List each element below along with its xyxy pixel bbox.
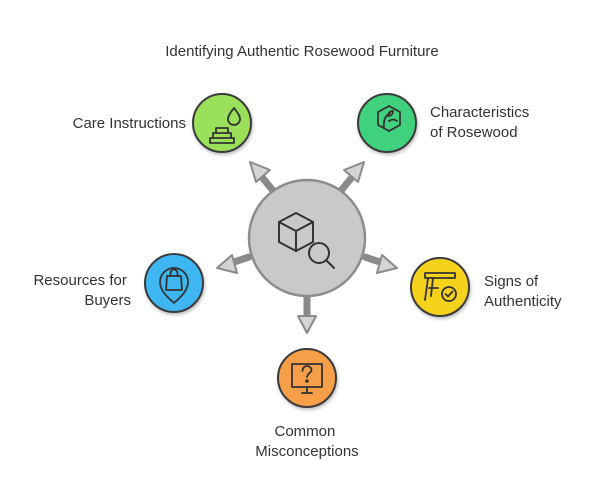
node-resources: Resources for Buyers bbox=[33, 253, 204, 313]
node-care-label-line: Care Instructions bbox=[73, 115, 186, 132]
arrow-to-signs bbox=[361, 253, 398, 274]
hub-circle bbox=[247, 178, 367, 298]
node-characteristics-label: Characteristics of Rosewood bbox=[430, 104, 533, 141]
stool-check-icon bbox=[424, 272, 457, 302]
node-signs-label-line-2: Authenticity bbox=[484, 293, 562, 310]
node-characteristics-circle bbox=[357, 93, 417, 153]
node-characteristics: Characteristics of Rosewood bbox=[357, 93, 533, 153]
node-care-label: Care Instructions bbox=[73, 115, 186, 132]
hub bbox=[247, 178, 367, 298]
monitor-question-icon bbox=[291, 363, 323, 394]
shopping-bag-pin-icon bbox=[159, 267, 189, 304]
oil-drop-care-icon bbox=[209, 107, 241, 144]
node-signs-circle bbox=[410, 257, 470, 317]
node-characteristics-label-line-2: of Rosewood bbox=[430, 124, 518, 141]
arrow-to-resources bbox=[216, 253, 253, 274]
node-characteristics-label-line-1: Characteristics bbox=[430, 104, 529, 121]
arrow-to-care bbox=[249, 161, 279, 197]
node-misconceptions-label: Common Misconceptions bbox=[255, 423, 358, 460]
node-care: Care Instructions bbox=[73, 93, 252, 153]
arrow-to-misconceptions bbox=[297, 292, 317, 334]
node-misconceptions-label-line-2: Misconceptions bbox=[255, 443, 358, 460]
node-resources-label-line-2: Buyers bbox=[84, 292, 131, 309]
wood-grain-leaf-icon bbox=[377, 105, 401, 132]
node-signs-label: Signs of Authenticity bbox=[484, 273, 562, 310]
node-resources-label: Resources for Buyers bbox=[33, 272, 131, 309]
node-misconceptions-circle bbox=[277, 348, 337, 408]
arrows-group bbox=[216, 161, 398, 334]
node-signs-label-line-1: Signs of bbox=[484, 273, 539, 290]
node-misconceptions-label-line-1: Common bbox=[274, 423, 335, 440]
diagram-title: Identifying Authentic Rosewood Furniture bbox=[165, 43, 439, 60]
box-magnifier-icon bbox=[278, 212, 335, 269]
node-signs: Signs of Authenticity bbox=[410, 257, 562, 317]
node-resources-label-line-1: Resources for bbox=[33, 272, 126, 289]
node-misconceptions: Common Misconceptions bbox=[255, 348, 359, 460]
node-care-circle bbox=[192, 93, 252, 153]
node-resources-circle bbox=[144, 253, 204, 313]
arrow-to-characteristics bbox=[335, 161, 365, 197]
